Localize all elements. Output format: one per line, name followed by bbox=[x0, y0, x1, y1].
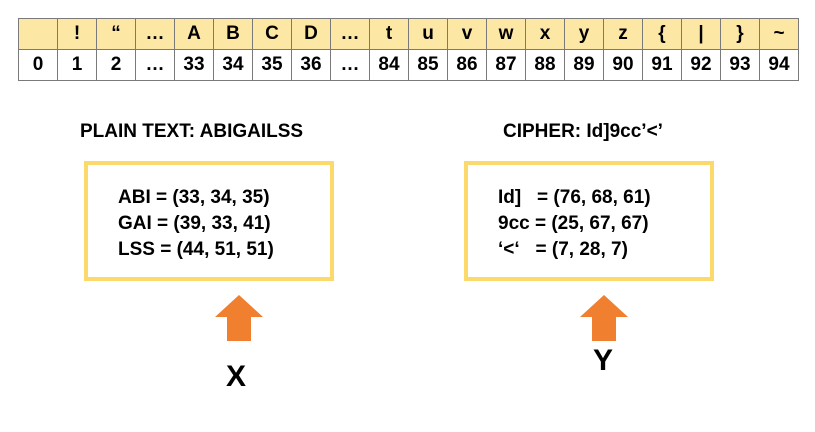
code-cell: 90 bbox=[603, 49, 643, 81]
code-cell: 36 bbox=[291, 49, 331, 81]
up-arrow-icon bbox=[215, 295, 263, 341]
up-arrow-icon bbox=[580, 295, 628, 341]
cipher-box: Id] = (76, 68, 61) 9cc = (25, 67, 67) ‘<… bbox=[464, 161, 714, 281]
code-cell: … bbox=[330, 49, 370, 81]
plain-line: GAI = (39, 33, 41) bbox=[118, 213, 271, 234]
code-cell: 93 bbox=[720, 49, 760, 81]
code-cell: 89 bbox=[564, 49, 604, 81]
plain-line: ABI = (33, 34, 35) bbox=[118, 187, 270, 208]
char-cell: D bbox=[291, 18, 331, 50]
code-cell: 1 bbox=[57, 49, 97, 81]
char-cell: { bbox=[642, 18, 682, 50]
char-cell bbox=[18, 18, 58, 50]
code-cell: 0 bbox=[18, 49, 58, 81]
code-cell: 94 bbox=[759, 49, 799, 81]
char-cell: … bbox=[330, 18, 370, 50]
code-cell: 85 bbox=[408, 49, 448, 81]
code-cell: 35 bbox=[252, 49, 292, 81]
cipher-line: Id] = (76, 68, 61) bbox=[498, 187, 651, 208]
code-cell: 91 bbox=[642, 49, 682, 81]
char-cell: B bbox=[213, 18, 253, 50]
char-cell: C bbox=[252, 18, 292, 50]
char-cell: | bbox=[681, 18, 721, 50]
char-cell: x bbox=[525, 18, 565, 50]
char-cell: t bbox=[369, 18, 409, 50]
char-cell: A bbox=[174, 18, 214, 50]
char-cell: ! bbox=[57, 18, 97, 50]
code-cell: 33 bbox=[174, 49, 214, 81]
char-cell: “ bbox=[96, 18, 136, 50]
plain-text-box: ABI = (33, 34, 35) GAI = (39, 33, 41) LS… bbox=[84, 161, 334, 281]
code-cell: 92 bbox=[681, 49, 721, 81]
plain-label-x: X bbox=[226, 360, 247, 393]
cipher-line: ‘<‘ = (7, 28, 7) bbox=[498, 239, 628, 260]
cipher-title: CIPHER: Id]9cc’<’ bbox=[503, 121, 663, 142]
char-cell: y bbox=[564, 18, 604, 50]
char-cell: v bbox=[447, 18, 487, 50]
char-cell: ~ bbox=[759, 18, 799, 50]
cipher-label-y: Y bbox=[593, 344, 614, 377]
code-cell: 84 bbox=[369, 49, 409, 81]
code-cell: 2 bbox=[96, 49, 136, 81]
code-cell: 87 bbox=[486, 49, 526, 81]
code-cell: 86 bbox=[447, 49, 487, 81]
char-cell: z bbox=[603, 18, 643, 50]
char-cell: w bbox=[486, 18, 526, 50]
char-cell: … bbox=[135, 18, 175, 50]
plain-text-title: PLAIN TEXT: ABIGAILSS bbox=[80, 121, 304, 142]
char-cell: } bbox=[720, 18, 760, 50]
code-cell: … bbox=[135, 49, 175, 81]
char-cell: u bbox=[408, 18, 448, 50]
code-cell: 88 bbox=[525, 49, 565, 81]
plain-line: LSS = (44, 51, 51) bbox=[118, 239, 274, 260]
cipher-line: 9cc = (25, 67, 67) bbox=[498, 213, 649, 234]
code-cell: 34 bbox=[213, 49, 253, 81]
